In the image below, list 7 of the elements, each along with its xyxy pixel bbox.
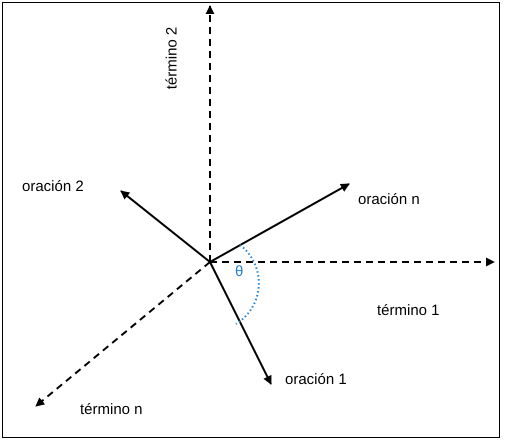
vector-label: término 1 [377, 302, 440, 320]
vector-label: término n [80, 401, 143, 419]
angle-label: θ [235, 263, 244, 281]
axis-label: término 2 [162, 26, 181, 90]
vector-label: oración n [358, 191, 420, 209]
vector-label: oración 2 [22, 178, 84, 196]
vector-label: oración 1 [285, 371, 347, 389]
